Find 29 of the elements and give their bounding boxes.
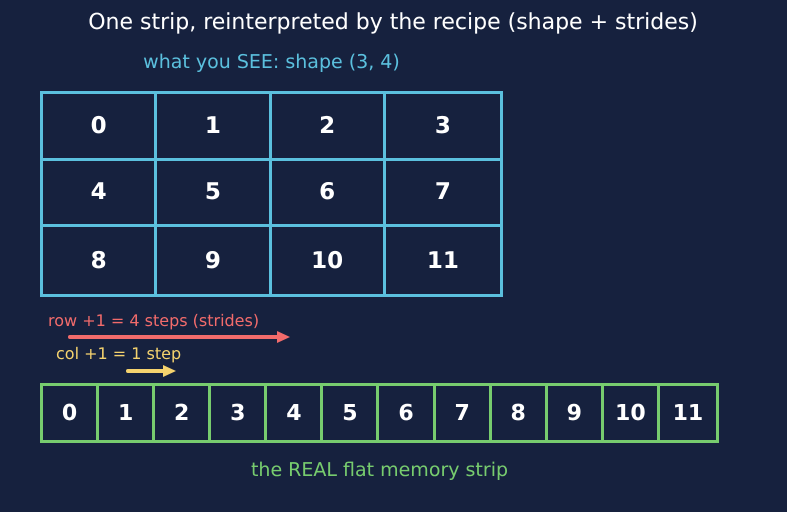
grid-cell: 2 [272,94,386,161]
grid-cell: 5 [157,160,272,228]
grid-cell: 11 [386,227,500,294]
memory-cell: 11 [660,386,716,440]
diagram-title: One strip, reinterpreted by the recipe (shape + strides) [88,10,698,36]
memory-cell: 3 [211,386,268,440]
memory-cell: 9 [548,386,604,440]
grid-heading: what you SEE: shape (3, 4) [143,52,400,74]
grid-cell: 0 [43,94,158,161]
strip-caption: the REAL flat memory strip [250,460,508,482]
grid-cell: 8 [43,227,158,294]
memory-cell: 0 [43,386,100,440]
grid-cell: 7 [386,160,500,228]
grid-cell: 3 [386,94,500,161]
memory-cell: 8 [492,386,548,440]
memory-cell: 6 [380,386,436,440]
memory-cell: 7 [436,386,492,440]
grid-cell: 1 [157,94,272,161]
memory-cell: 2 [155,386,212,440]
grid-cell: 10 [272,227,386,294]
grid-cell: 9 [157,227,272,294]
annotation-text: col +1 = 1 step [56,345,182,364]
memory-cell: 10 [604,386,660,440]
memory-cell: 5 [323,386,380,440]
memory-cell: 4 [267,386,324,440]
grid-cell: 6 [272,160,386,228]
grid-cell: 4 [43,160,158,228]
annotation-text: row +1 = 4 steps (strides) [48,312,260,330]
memory-cell: 1 [99,386,156,440]
